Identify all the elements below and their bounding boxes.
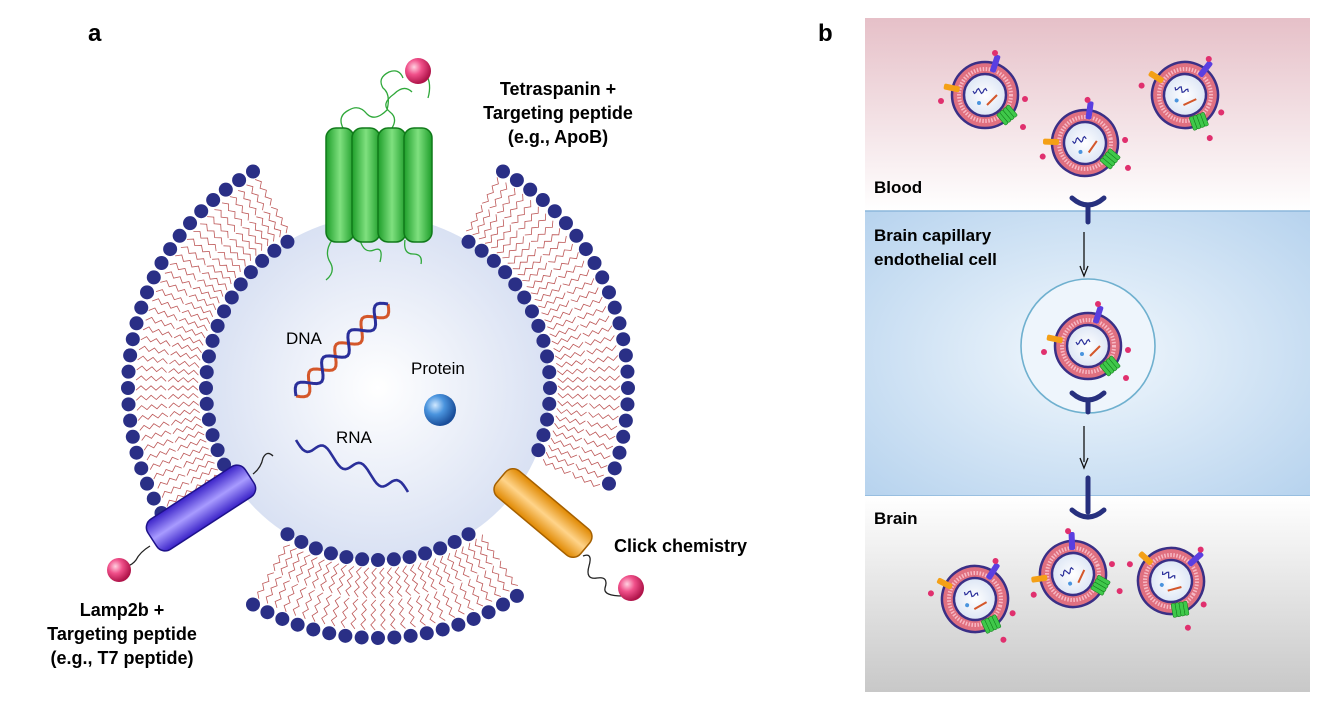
- endothelial-label-line-2: endothelial cell: [874, 250, 997, 269]
- tetraspanin-label: Tetraspanin + Targeting peptide (e.g., A…: [458, 77, 658, 149]
- rna-label: RNA: [336, 428, 372, 447]
- dna-label: DNA: [286, 329, 322, 348]
- inner-lipid-heads: [199, 234, 557, 567]
- tetraspanin-protein: [325, 58, 433, 281]
- tetraspanin-label-line-1: Tetraspanin +: [499, 79, 617, 99]
- lamp2b-label-line-1: Lamp2b +: [79, 600, 165, 620]
- receptor-bottom: [1069, 475, 1107, 520]
- lamp2b-label-line-3: (e.g., T7 peptide): [50, 648, 194, 668]
- mini-exosome: [1138, 55, 1225, 142]
- mini-exosomes: [927, 50, 1225, 643]
- panel-b-bbb-crossing: [865, 18, 1310, 692]
- mini-exosome: [927, 558, 1016, 643]
- endothelial-label: Brain capillary endothelial cell: [874, 224, 997, 272]
- tetraspanin-label-line-3: (e.g., ApoB): [507, 127, 609, 147]
- protein-cargo-ball: [424, 394, 456, 426]
- panel-a-letter: a: [88, 20, 102, 47]
- receptor-endosome: [1069, 390, 1107, 415]
- lamp2b-protein: [107, 452, 274, 582]
- rna-cargo: [294, 439, 410, 493]
- brain-label: Brain: [874, 509, 918, 528]
- mini-exosome: [1039, 96, 1131, 178]
- tetraspanin-label-line-2: Targeting peptide: [483, 103, 633, 123]
- mini-exosome: [1041, 301, 1131, 381]
- lamp2b-label: Lamp2b + Targeting peptide (e.g., T7 pep…: [22, 598, 222, 670]
- targeting-peptide-ball: [405, 58, 431, 84]
- dna-cargo: [293, 301, 391, 399]
- protein-label: Protein: [411, 359, 465, 378]
- click-chemistry-protein: [493, 467, 644, 601]
- click-chemistry-label: Click chemistry: [614, 536, 748, 556]
- arrow-down-1: [1079, 232, 1089, 278]
- receptor-top: [1069, 195, 1107, 225]
- click-peptide-ball: [618, 575, 644, 601]
- arrow-down-2: [1079, 426, 1089, 470]
- endothelial-label-line-1: Brain capillary: [874, 226, 992, 245]
- lamp2b-label-line-2: Targeting peptide: [47, 624, 197, 644]
- mini-exosome: [1126, 546, 1207, 631]
- mini-exosome: [938, 50, 1028, 130]
- panel-a-exosome: [107, 58, 644, 645]
- lipid-bilayer: [121, 164, 635, 645]
- t7-peptide-ball: [107, 558, 131, 582]
- exosome-lumen: [206, 216, 550, 560]
- panel-b-letter: b: [818, 20, 833, 47]
- blood-label: Blood: [874, 178, 923, 197]
- mini-exosome: [1030, 528, 1123, 609]
